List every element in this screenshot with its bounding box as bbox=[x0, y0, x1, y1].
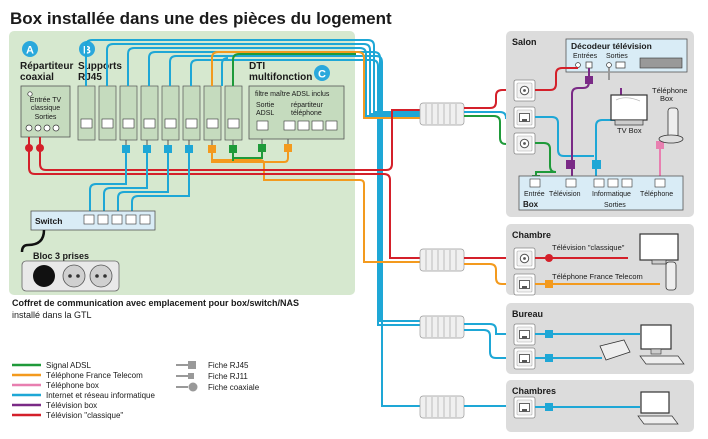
room-chambres-label: Chambres bbox=[512, 386, 556, 396]
label-repartiteur: Répartiteur bbox=[20, 61, 73, 72]
label-supports-rj45: Supports bbox=[78, 61, 122, 72]
svg-text:Téléphone France Telecom: Téléphone France Telecom bbox=[552, 272, 643, 281]
svg-text:Sortie: Sortie bbox=[256, 102, 274, 109]
svg-text:RJ45: RJ45 bbox=[78, 72, 102, 83]
svg-text:Fiche RJ45: Fiche RJ45 bbox=[208, 361, 249, 370]
svg-text:Télévision "classique": Télévision "classique" bbox=[46, 411, 123, 420]
legend: Signal ADSL Téléphone France Telecom Tél… bbox=[12, 361, 260, 420]
svg-text:Sorties: Sorties bbox=[606, 53, 628, 60]
coax-plug-icon bbox=[176, 382, 198, 392]
svg-text:B: B bbox=[83, 45, 91, 57]
coax-out-1 bbox=[25, 124, 33, 132]
svg-text:A: A bbox=[26, 45, 34, 57]
tv-salon bbox=[610, 94, 648, 121]
svg-text:Fiche RJ11: Fiche RJ11 bbox=[208, 372, 248, 381]
svg-text:classique: classique bbox=[31, 105, 60, 112]
svg-text:répartiteur: répartiteur bbox=[291, 102, 324, 109]
svg-text:Téléphone box: Téléphone box bbox=[46, 381, 99, 390]
room-bureau-label: Bureau bbox=[512, 309, 543, 319]
svg-text:Box: Box bbox=[660, 94, 673, 103]
room-chambre-label: Chambre bbox=[512, 230, 551, 240]
rj45-modules bbox=[77, 85, 243, 141]
coffret-caption: Coffret de communication avec emplacemen… bbox=[12, 298, 299, 308]
svg-text:Entrée: Entrée bbox=[524, 191, 545, 198]
svg-text:téléphone: téléphone bbox=[291, 110, 322, 117]
svg-text:Télévision "classique": Télévision "classique" bbox=[552, 243, 625, 252]
svg-text:Entrées: Entrées bbox=[573, 53, 598, 60]
svg-text:Téléphone: Téléphone bbox=[640, 191, 673, 198]
svg-text:Switch: Switch bbox=[35, 216, 62, 226]
svg-text:Sorties: Sorties bbox=[35, 114, 57, 121]
rj45-plugs bbox=[122, 144, 292, 153]
svg-text:Entrée TV: Entrée TV bbox=[30, 97, 62, 104]
svg-text:Box: Box bbox=[523, 200, 539, 209]
svg-text:installé dans la GTL: installé dans la GTL bbox=[12, 310, 92, 320]
svg-text:Téléphone France Telecom: Téléphone France Telecom bbox=[46, 371, 143, 380]
svg-text:multifonction: multifonction bbox=[249, 72, 312, 83]
badge-a bbox=[22, 41, 38, 57]
badge-c bbox=[314, 65, 330, 81]
svg-text:ADSL: ADSL bbox=[256, 110, 274, 117]
rj11-plug-icon bbox=[176, 373, 194, 379]
svg-text:Informatique: Informatique bbox=[592, 191, 631, 198]
label-bloc-3-prises: Bloc 3 prises bbox=[33, 251, 89, 261]
rj45-plug-icon bbox=[176, 361, 196, 369]
svg-text:Fiche coaxiale: Fiche coaxiale bbox=[208, 383, 260, 392]
svg-text:Sorties: Sorties bbox=[604, 202, 626, 209]
svg-text:Télévision box: Télévision box bbox=[46, 401, 97, 410]
tv-chambre bbox=[639, 233, 679, 261]
svg-text:Téléphone: Téléphone bbox=[652, 86, 687, 95]
svg-text:Télévision: Télévision bbox=[549, 191, 581, 198]
printer-bureau bbox=[599, 339, 631, 361]
room-salon-label: Salon bbox=[512, 37, 537, 47]
computer-bureau bbox=[640, 324, 672, 350]
label-dti: DTI bbox=[249, 61, 265, 72]
phone-chambre bbox=[665, 261, 677, 291]
phone-box bbox=[667, 107, 679, 139]
svg-text:filtre maître ADSL inclus: filtre maître ADSL inclus bbox=[255, 91, 330, 98]
svg-text:TV Box: TV Box bbox=[617, 126, 642, 135]
svg-text:Décodeur télévision: Décodeur télévision bbox=[571, 41, 652, 51]
cable-conduits bbox=[419, 102, 465, 419]
svg-text:C: C bbox=[318, 69, 326, 81]
computer-chambres bbox=[640, 391, 670, 414]
diagram-title: Box installée dans une des pièces du log… bbox=[10, 9, 392, 28]
svg-text:Signal ADSL: Signal ADSL bbox=[46, 361, 91, 370]
svg-text:coaxial: coaxial bbox=[20, 72, 54, 83]
tv-classic-cables bbox=[28, 109, 420, 259]
svg-text:Internet et réseau informatiqu: Internet et réseau informatique bbox=[46, 391, 156, 400]
network-cables bbox=[85, 39, 420, 407]
